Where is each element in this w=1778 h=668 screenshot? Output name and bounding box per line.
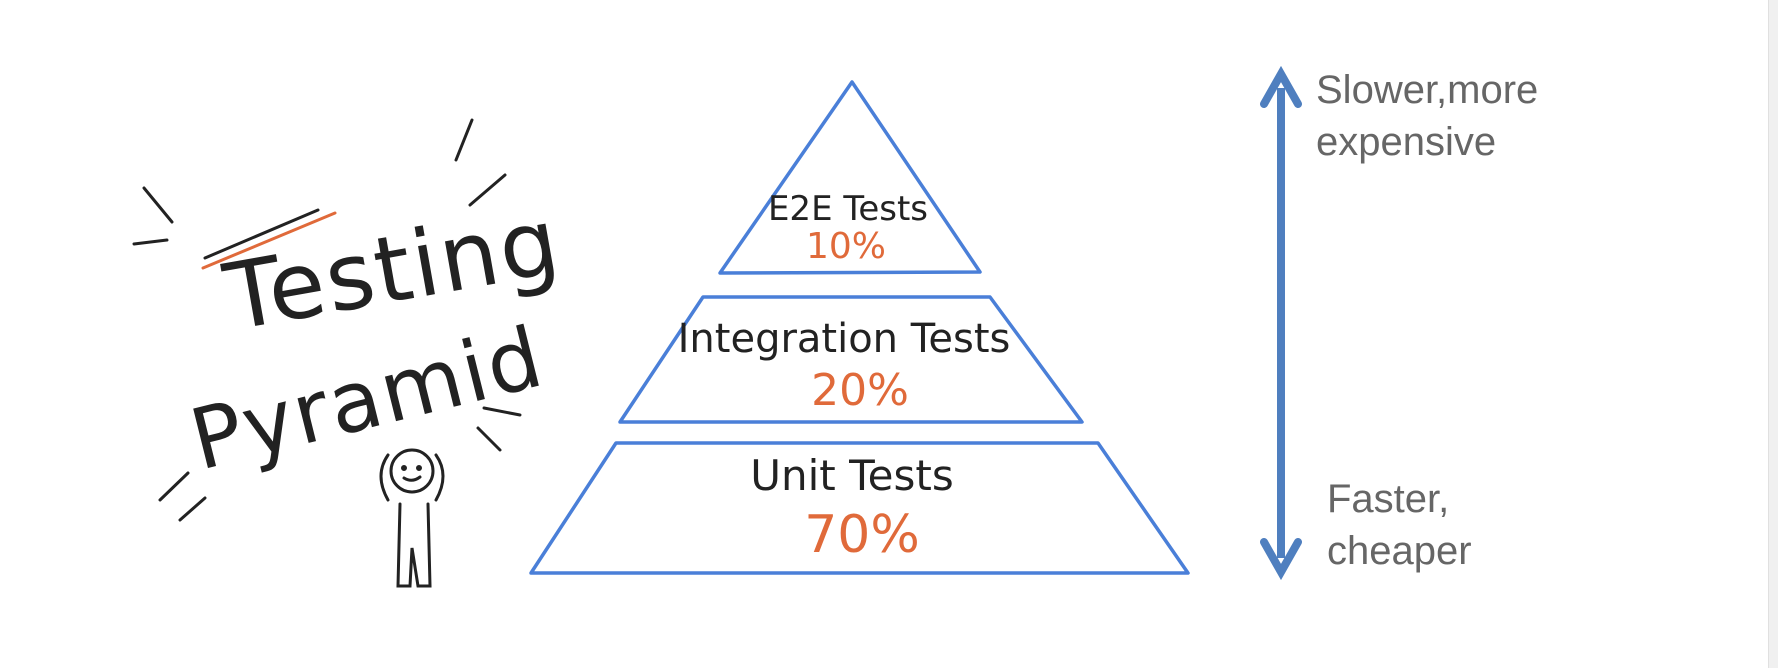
stick-figure-icon: [379, 448, 445, 588]
tier-label-e2e: E2E Tests: [768, 189, 928, 229]
title-illustration: Testing Pyramid: [132, 118, 568, 522]
axis-label-top: Slower,more expensive: [1316, 68, 1539, 164]
emphasis-marks-icon: [132, 118, 522, 522]
tier-labels: E2E Tests 10% Integration Tests 20% Unit…: [678, 189, 1011, 565]
tier-share-integration: 20%: [811, 365, 909, 416]
pyramid: [529, 80, 1190, 575]
pyramid-tier-middle: [618, 295, 1084, 424]
tier-share-unit: 70%: [804, 505, 920, 565]
tier-label-integration: Integration Tests: [678, 316, 1011, 362]
axis-label-bottom: Faster, cheaper: [1327, 477, 1472, 573]
scrollbar-track[interactable]: [1768, 0, 1778, 668]
pyramid-tier-top: [718, 80, 982, 275]
tier-label-unit: Unit Tests: [750, 451, 953, 500]
double-arrow-icon: [1260, 65, 1302, 581]
tier-share-e2e: 10%: [806, 226, 886, 267]
pyramid-tier-bottom: [529, 441, 1190, 575]
